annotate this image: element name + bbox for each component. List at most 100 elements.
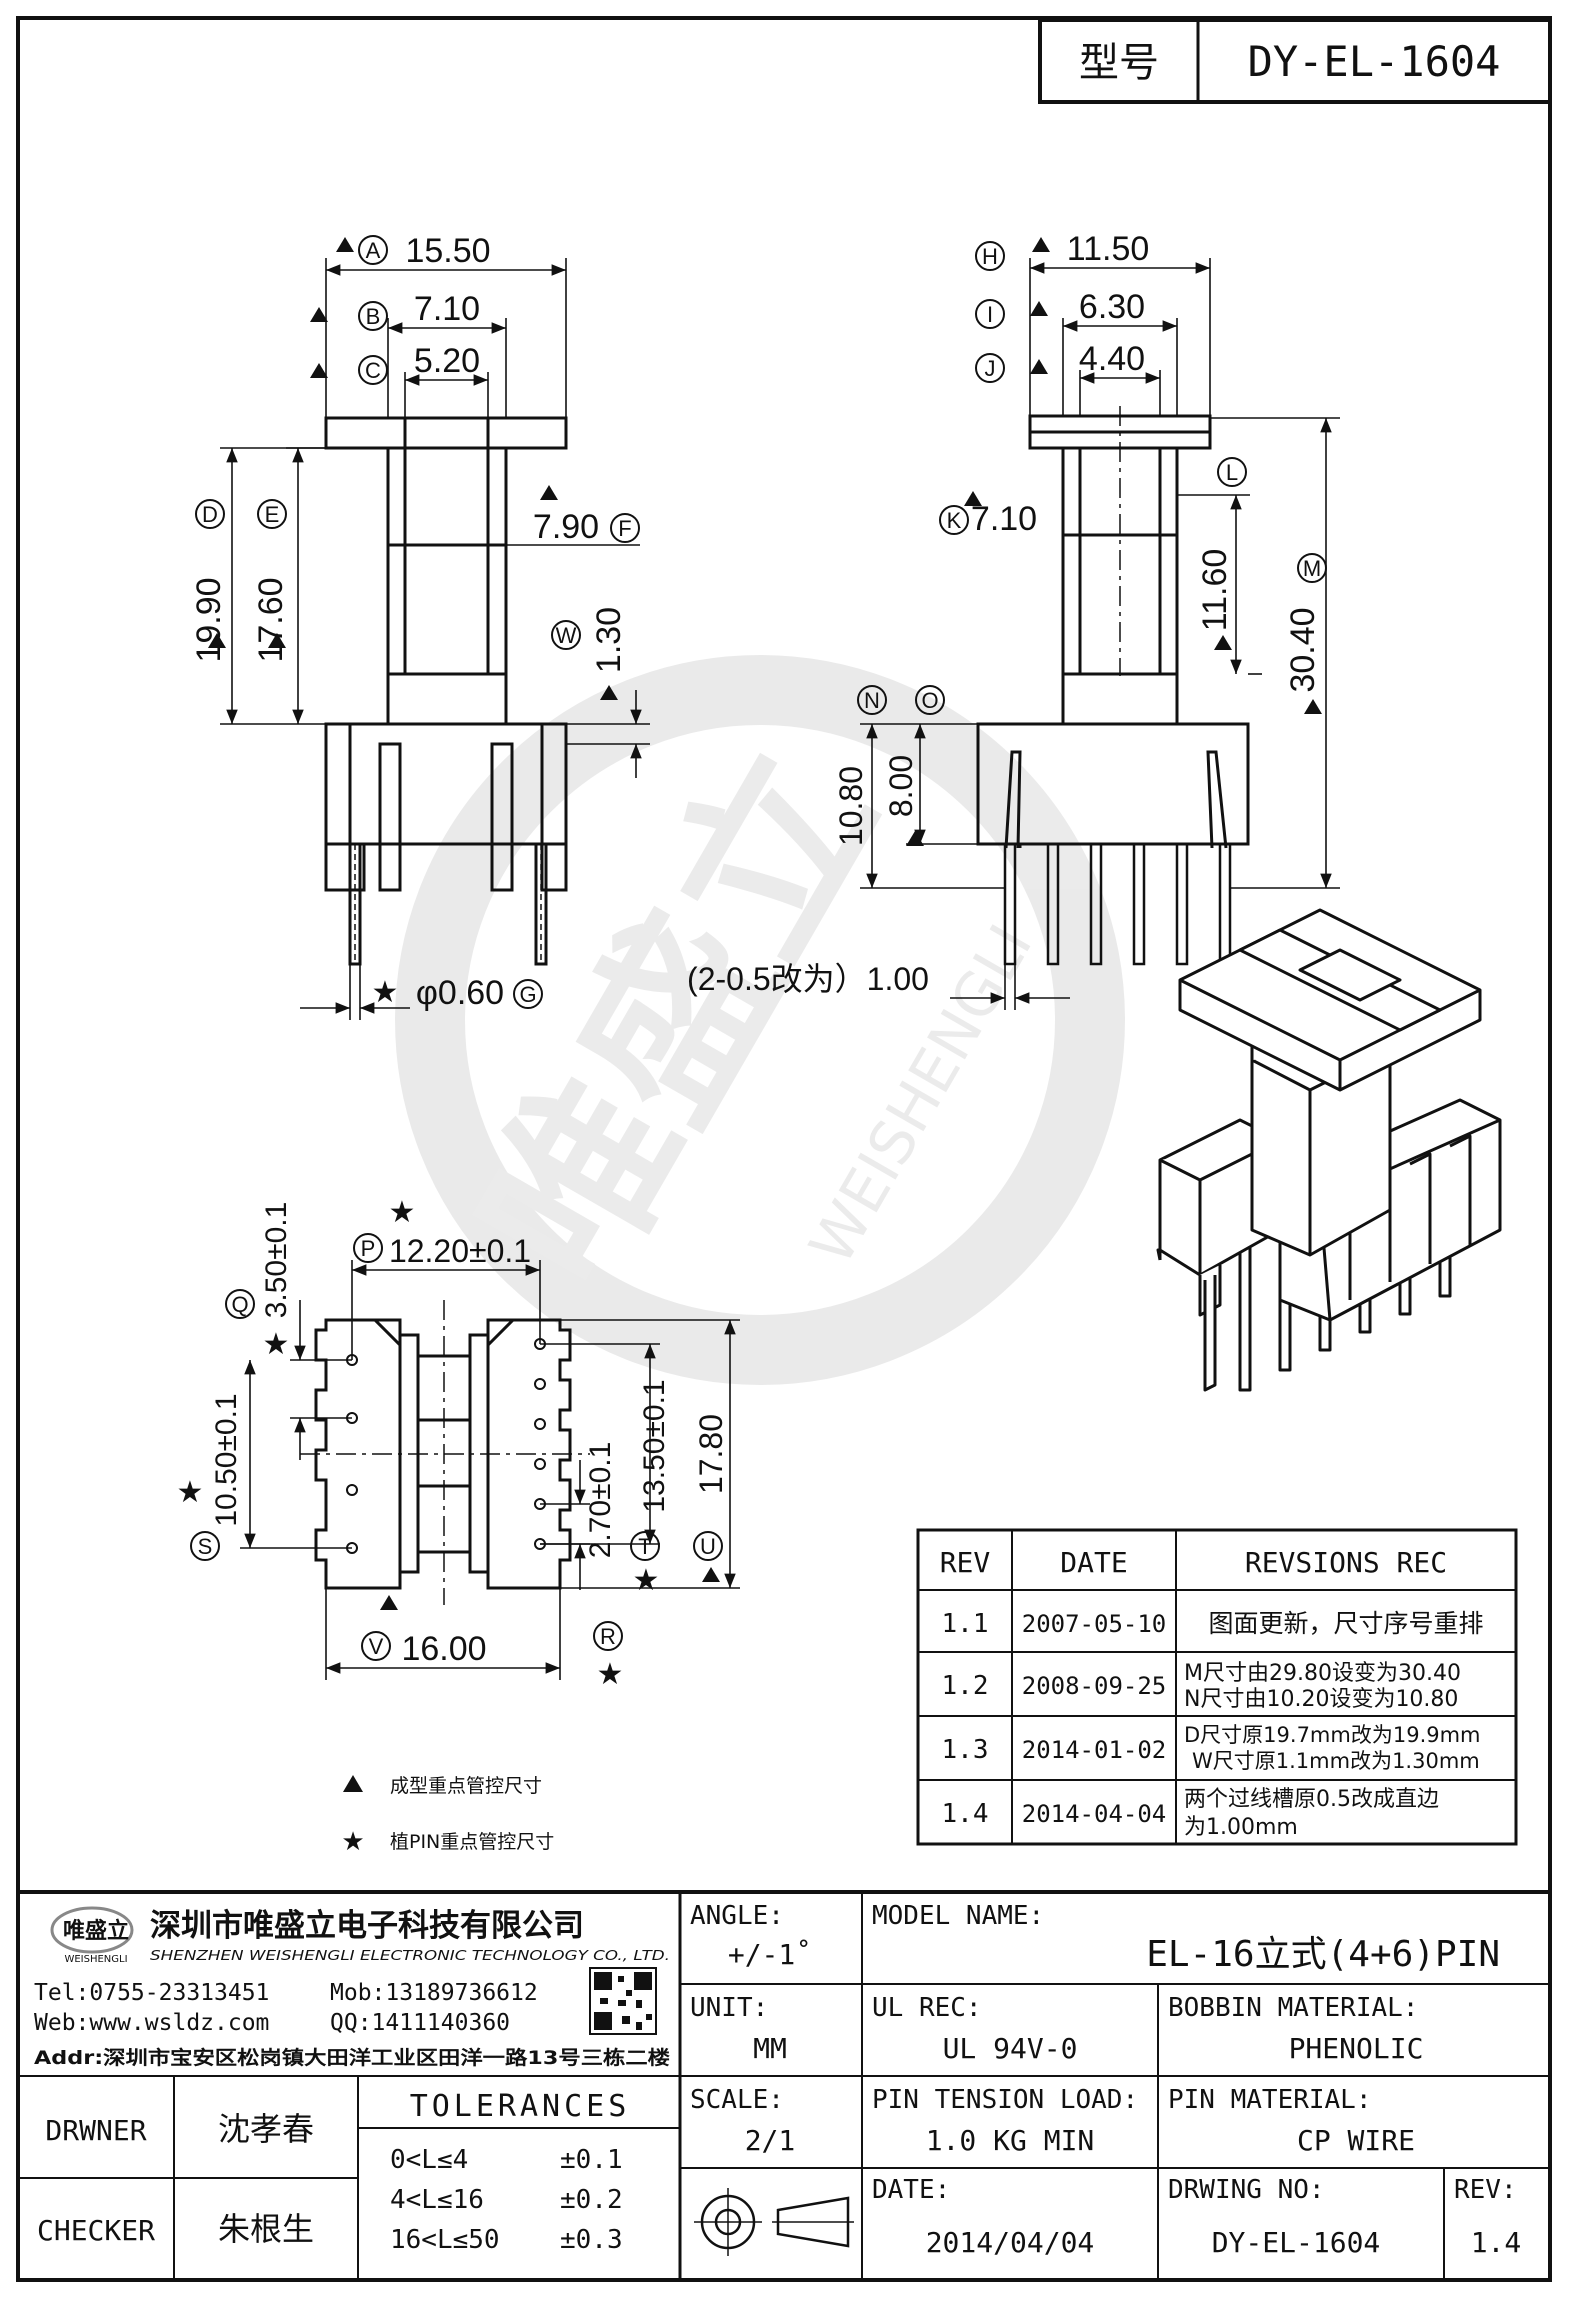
scale-label: SCALE: <box>690 2085 784 2115</box>
label-D: D <box>202 502 218 527</box>
rev-row-3-date: 2014-01-02 <box>1022 1736 1167 1764</box>
dim-Q: 3.50±0.1 <box>260 1202 293 1319</box>
checker-value: 朱根生 <box>218 2210 314 2248</box>
label-G: G <box>519 982 536 1007</box>
people-tolerances: DRWNER 沈孝春 CHECKER 朱根生 TOLERANCES 0<L≤4 … <box>37 2089 626 2255</box>
revision-table: REV DATE REVSIONS REC 1.1 2007-05-10 图面更… <box>916 1528 1518 1846</box>
projection-symbol-icon <box>694 2188 854 2256</box>
label-S: S <box>198 1534 213 1559</box>
label-M: M <box>1303 556 1321 581</box>
dim-T2: 13.50±0.1 <box>638 1379 671 1512</box>
pin-material-label: PIN MATERIAL: <box>1168 2085 1372 2115</box>
bottom-view-labels: ★ P 12.20±0.1 Q 3.50±0.1 ★ ★ 10.50±0.1 S… <box>177 1195 729 1692</box>
pin-material-value: CP WIRE <box>1297 2124 1415 2157</box>
label-B: B <box>366 304 381 329</box>
rev-row-3-rec-2: W尺寸原1.1mm改为1.30mm <box>1192 1749 1480 1773</box>
ul-label: UL REC: <box>872 1993 982 2023</box>
bobbin-value: PHENOLIC <box>1289 2032 1424 2065</box>
legend-star-text: 植PIN重点管控尺寸 <box>390 1831 554 1853</box>
dim-B: 7.10 <box>414 290 480 328</box>
svg-text:★: ★ <box>633 1563 660 1598</box>
side-view-labels: H 11.50 I 6.30 J 4.40 K 7.10 L 11.60 M 3… <box>687 230 1327 997</box>
label-U: U <box>700 1534 716 1559</box>
company-mob: Mob:13189736612 <box>330 1980 538 2006</box>
label-J: J <box>985 356 996 381</box>
title-block <box>18 1890 1550 2280</box>
label-N: N <box>864 688 880 713</box>
label-K: K <box>947 508 962 533</box>
label-C: C <box>365 358 381 383</box>
dim-J: 4.40 <box>1079 340 1145 378</box>
dim-H: 11.50 <box>1067 230 1150 268</box>
label-E: E <box>265 502 280 527</box>
tol-range-1: 0<L≤4 <box>390 2145 468 2175</box>
tol-range-3: 16<L≤50 <box>390 2225 500 2255</box>
label-O: O <box>921 688 938 713</box>
side-view <box>976 406 1250 849</box>
dim-W: 1.30 <box>590 607 628 673</box>
label-L: L <box>1226 460 1238 485</box>
rev-row-4-rec-1: 两个过线槽原0.5改成直边 <box>1184 1787 1439 1812</box>
rev-row-4-rev: 1.4 <box>942 1799 989 1829</box>
svg-text:★: ★ <box>263 1327 290 1362</box>
rev-row-2-date: 2008-09-25 <box>1022 1672 1167 1700</box>
angle-value: +/-1˚ <box>728 1938 812 1971</box>
rev-row-2-rec-2: N尺寸由10.20设变为10.80 <box>1184 1687 1458 1712</box>
drawing-no-label: DRWING NO: <box>1168 2175 1325 2205</box>
rev-row-3-rev: 1.3 <box>942 1735 989 1765</box>
svg-text:★: ★ <box>372 975 399 1010</box>
company-name-en: SHENZHEN WEISHENGLI ELECTRONIC TECHNOLOG… <box>150 1949 670 1964</box>
dim-M: 30.40 <box>1284 607 1322 692</box>
company-qq: QQ:1411140360 <box>330 2010 510 2036</box>
unit-label: UNIT: <box>690 1993 768 2023</box>
qr-code-icon <box>589 1967 657 2035</box>
tol-value-3: ±0.3 <box>560 2225 623 2255</box>
drawing-frame <box>16 16 1552 2282</box>
side-view-pins <box>1003 842 1232 966</box>
dim-C: 5.20 <box>414 342 480 380</box>
label-R: R <box>600 1624 616 1649</box>
label-I: I <box>987 302 993 327</box>
dim-L: 11.60 <box>1196 549 1234 632</box>
unit-value: MM <box>753 2032 787 2065</box>
rev-row-3-rec-1: D尺寸原19.7mm改为19.9mm <box>1184 1723 1481 1747</box>
angle-label: ANGLE: <box>690 1901 784 1931</box>
model-name-label: MODEL NAME: <box>872 1901 1044 1931</box>
bottom-view <box>300 1300 590 1605</box>
drawing-no-value: DY-EL-1604 <box>1212 2226 1381 2259</box>
front-view-labels: A 15.50 B 7.10 C 5.20 D 19.90 E 17.60 7.… <box>190 232 640 1012</box>
model-label: 型号 <box>1079 40 1159 86</box>
label-P: P <box>361 1236 376 1261</box>
label-A: A <box>366 238 381 263</box>
dim-S: 10.50±0.1 <box>210 1393 243 1526</box>
side-view-dimensions <box>860 258 1340 1010</box>
logo-text: 唯盛立 <box>63 1918 129 1944</box>
dim-O: 8.00 <box>883 755 919 817</box>
legend-triangle-text: 成型重点管控尺寸 <box>390 1775 542 1797</box>
label-H: H <box>982 244 998 269</box>
dim-F: 7.90 <box>533 508 599 546</box>
isometric-view <box>1156 908 1502 1392</box>
svg-text:★: ★ <box>389 1195 416 1230</box>
rev-row-4-rec-2: 为1.00mm <box>1184 1815 1298 1840</box>
rev-value: 1.4 <box>1471 2226 1522 2259</box>
dim-U: 17.80 <box>693 1414 729 1494</box>
rev-header-rec: REVSIONS REC <box>1245 1546 1447 1579</box>
model-value: DY-EL-1604 <box>1248 37 1501 86</box>
drawner-label: DRWNER <box>45 2114 146 2147</box>
dim-N: 10.80 <box>833 766 869 846</box>
rev-row-1-date: 2007-05-10 <box>1022 1610 1167 1638</box>
dim-T: 2.70±0.1 <box>584 1442 617 1559</box>
front-view-dimensions <box>220 258 650 1020</box>
dim-V: 16.00 <box>401 1630 486 1668</box>
rev-row-1-rec: 图面更新，尺寸序号重排 <box>1208 1609 1483 1638</box>
bottom-view-dimensions <box>240 1260 740 1680</box>
label-W: W <box>556 623 577 648</box>
svg-text:★: ★ <box>177 1475 204 1510</box>
label-T: T <box>638 1534 651 1559</box>
company-name: 深圳市唯盛立电子科技有限公司 <box>150 1908 584 1944</box>
label-V: V <box>369 1634 384 1659</box>
dim-G: φ0.60 <box>416 974 504 1012</box>
rev-header-rev: REV <box>940 1546 991 1579</box>
model-name-value: EL-16立式(4+6)PIN <box>1146 1934 1500 1975</box>
